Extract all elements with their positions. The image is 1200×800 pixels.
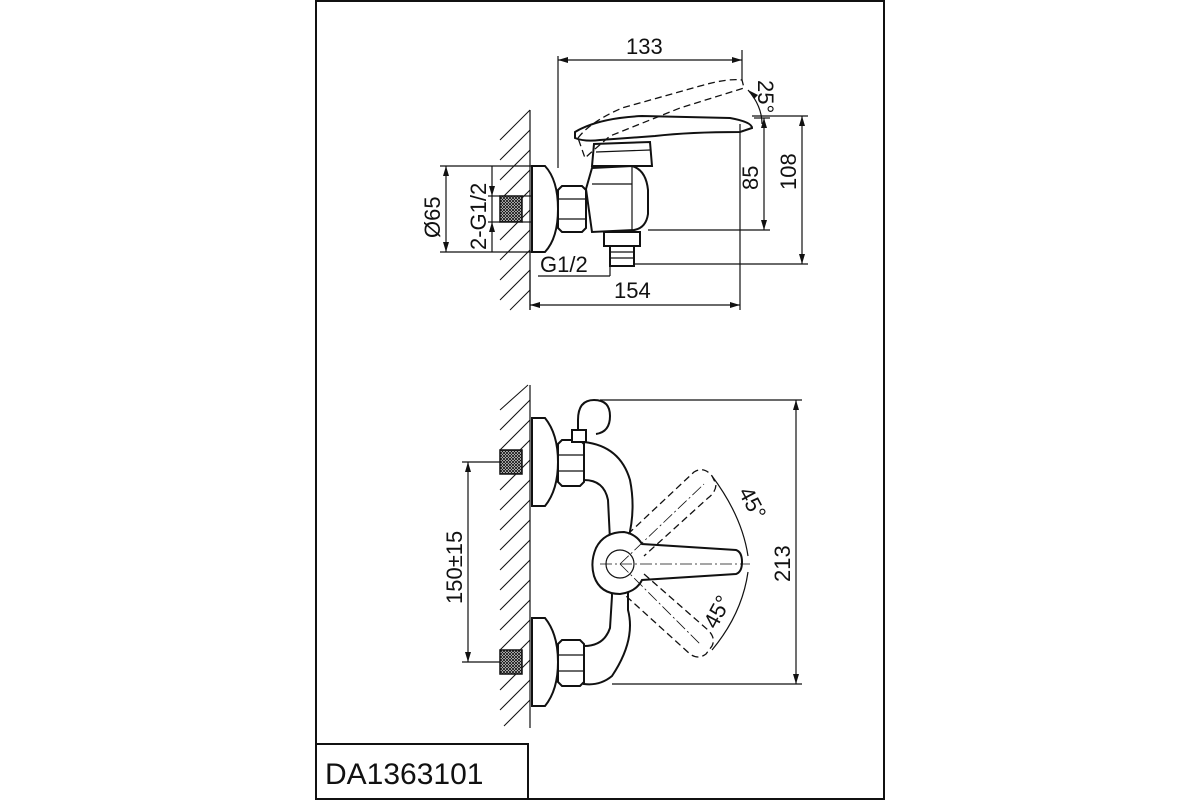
dim-length-bottom-group (529, 124, 741, 310)
inlet-thread-upper (499, 449, 523, 475)
handle-side (574, 114, 754, 142)
connector-nut-side (557, 185, 587, 233)
handle-front (591, 530, 744, 596)
shower-holder-base (571, 429, 587, 443)
side-view: 133 154 25° 85 (420, 34, 808, 311)
outlet-spigot-side (609, 245, 635, 267)
escutcheon-upper (531, 417, 560, 507)
connector-nut-lower (557, 639, 585, 687)
mixer-body-side (584, 164, 649, 234)
wall-hatch-front (499, 384, 531, 728)
dim-inlet-spacing: 150±15 (442, 531, 467, 604)
mixer-body-front (583, 440, 634, 686)
dim-total-height: 213 (770, 545, 795, 582)
dim-height-outer-group (634, 115, 808, 265)
dim-height-outer: 108 (776, 153, 801, 190)
outlet-nut-side (603, 231, 641, 247)
connector-nut-upper (557, 439, 585, 487)
inlet-thread-side (499, 195, 523, 223)
dim-handle-angle: 25° (753, 80, 778, 113)
dim-escutcheon-dia: Ø65 (420, 196, 445, 238)
title-block: DA1363101 (315, 743, 529, 800)
dim-inlet-thread: 2-G1/2 (466, 183, 491, 250)
handle-swing-upper (627, 469, 717, 557)
shower-holder-hook (577, 398, 612, 440)
cartridge-cap-side (590, 140, 654, 167)
model-code: DA1363101 (325, 758, 483, 791)
handle-swing-lower (625, 573, 714, 658)
dim-angle-arc-lower (711, 571, 749, 651)
dim-length-bottom: 154 (614, 278, 651, 303)
escutcheon-side (531, 165, 560, 253)
dim-length-top-group (557, 50, 743, 168)
escutcheon-lower (531, 617, 560, 707)
dim-height-inner: 85 (738, 166, 763, 190)
dim-angle-arc-upper (711, 475, 749, 557)
dim-total-height-group (600, 399, 802, 685)
dim-length-top: 133 (626, 34, 663, 59)
front-view: 45° 45° 150±15 213 (442, 384, 802, 728)
dim-inlet-spacing-group (462, 461, 500, 663)
dim-angle-upper: 45° (734, 483, 772, 524)
dim-height-inner-group (648, 117, 770, 231)
dim-inlet-thread-group (488, 166, 500, 252)
inlet-thread-lower (499, 649, 523, 675)
dim-outlet-thread: G1/2 (540, 252, 588, 277)
